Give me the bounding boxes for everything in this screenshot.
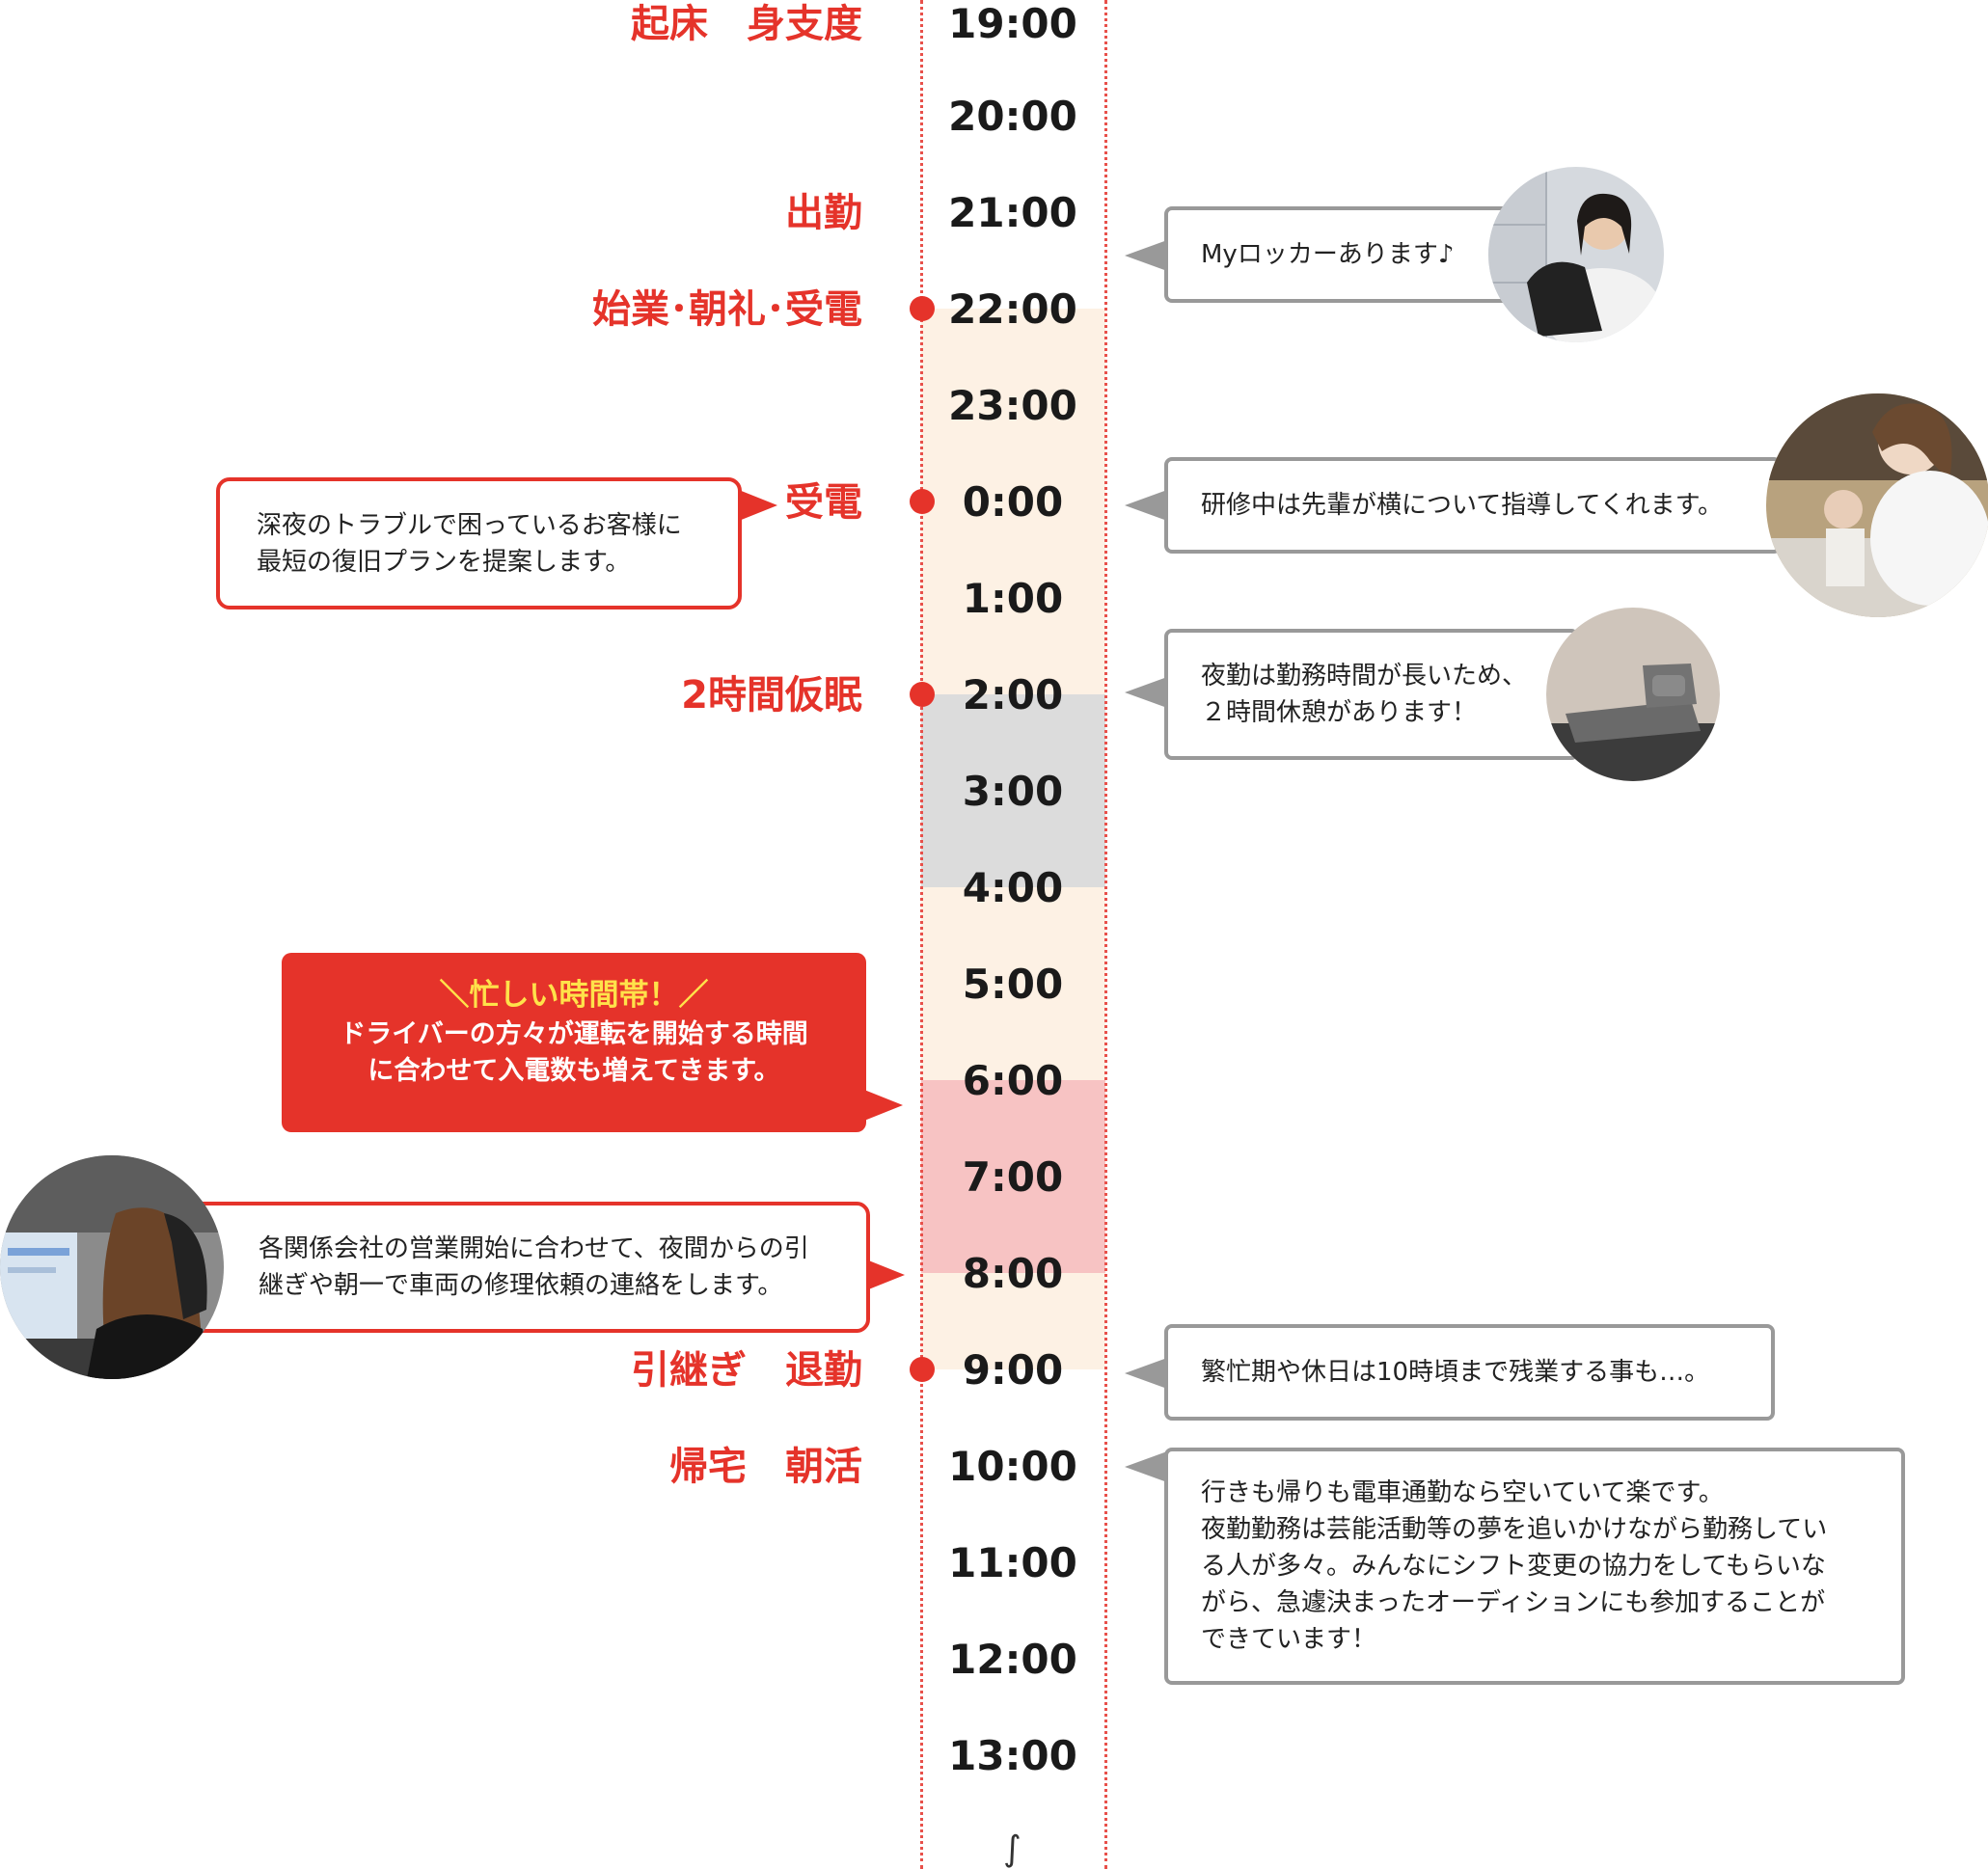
note-text: 最短の復旧プランを提案します。 [257,547,631,577]
time-label: 9:00 [962,1346,1064,1394]
timeline-line-right [1104,0,1107,1869]
note-morning: 各関係会社の営業開始に合わせて、夜間からの引 継ぎや朝一で車両の修理依頼の連絡を… [174,1202,870,1333]
note-text: 継ぎや朝一で車両の修理依頼の連絡をします。 [259,1271,783,1300]
note-commute: 行きも帰りも電車通勤なら空いていて楽です。 夜勤勤務は芸能活動等の夢を追いかけな… [1164,1448,1905,1685]
note-text: 夜勤勤務は芸能活動等の夢を追いかけながら勤務してい [1201,1515,1828,1544]
time-label: 19:00 [948,0,1077,47]
note-overtime: 繁忙期や休日は10時頃まで残業する事も…。 [1164,1324,1775,1421]
time-label: 5:00 [962,961,1064,1008]
callout-pointer [1125,240,1167,271]
callout-pointer [1125,1358,1167,1389]
callout-pointer [866,1260,905,1290]
time-label: 20:00 [948,93,1077,140]
activity-commute: 出勤 [785,191,862,235]
time-label: 6:00 [962,1057,1064,1104]
timeline-dot [910,1357,935,1382]
callout-pointer [1125,490,1167,521]
note-text: 研修中は先輩が横について指導してくれます。 [1201,491,1724,520]
note-text: できています！ [1201,1625,1377,1654]
time-label: 4:00 [962,864,1064,911]
time-label: 22:00 [948,285,1077,333]
time-label: 7:00 [962,1153,1064,1201]
note-text: 深夜のトラブルで困っているお客様に [257,510,682,540]
time-label: 13:00 [948,1732,1077,1779]
busy-heading: ＼忙しい時間帯！／ [439,978,709,1013]
time-label: 21:00 [948,189,1077,236]
time-label: 0:00 [962,478,1064,526]
time-label: 10:00 [948,1443,1077,1490]
activity-handover: 引継ぎ 退勤 [631,1348,862,1393]
note-text: がら、急遽決まったオーディションにも参加することが [1201,1588,1826,1617]
note-text: 行きも帰りも電車通勤なら空いていて楽です。 [1201,1478,1724,1507]
time-label: 3:00 [962,768,1064,815]
work-band-bottom [921,1273,1105,1369]
rest-room-photo [1546,608,1720,781]
activity-nap: 2時間仮眠 [681,673,862,718]
time-label: 11:00 [948,1539,1077,1586]
time-label: 23:00 [948,382,1077,429]
work-band-middle [921,887,1105,1080]
busy-callout: ＼忙しい時間帯！／ ドライバーの方々が運転を開始する時間 に合わせて入電数も増え… [282,953,866,1132]
time-label: 12:00 [948,1636,1077,1683]
nap-band [921,694,1105,887]
training-photo [1766,393,1988,617]
callout-pointer [739,490,777,521]
busy-text: に合わせて入電数も増えてきます。 [368,1056,780,1086]
note-training: 研修中は先輩が横について指導してくれます。 [1164,457,1782,554]
note-locker: Myロッカーあります♪ [1164,206,1550,303]
note-night-trouble: 深夜のトラブルで困っているお客様に 最短の復旧プランを提案します。 [216,477,742,609]
time-label: 1:00 [962,575,1064,622]
callout-pointer [864,1090,903,1121]
locker-photo [1488,167,1664,342]
note-rest: 夜勤は勤務時間が長いため、 ２時間休憩があります！ [1164,629,1579,760]
activity-calls: 受電 [785,480,862,525]
time-label: 2:00 [962,671,1064,718]
timeline-line-left [920,0,923,1869]
activity-home: 帰宅 朝活 [669,1445,862,1489]
note-text: ２時間休憩があります！ [1201,698,1478,727]
note-text: 夜勤は勤務時間が長いため、 [1201,662,1528,691]
note-text: 繁忙期や休日は10時頃まで残業する事も…。 [1201,1358,1710,1387]
work-band-top [921,309,1105,694]
note-text: 各関係会社の営業開始に合わせて、夜間からの引 [259,1234,809,1263]
callout-pointer [1125,1451,1167,1482]
continuation-mark: ∫ [1003,1829,1021,1869]
note-text: る人が多々。みんなにシフト変更の協力をしてもらいな [1201,1552,1826,1581]
operator-photo [0,1155,224,1379]
busy-band [921,1080,1105,1273]
timeline-dot [910,489,935,514]
activity-start: 始業･朝礼･受電 [592,287,862,332]
note-text: Myロッカーあります♪ [1201,240,1455,269]
time-label: 8:00 [962,1250,1064,1297]
busy-text: ドライバーの方々が運転を開始する時間 [340,1019,808,1049]
timeline-dot [910,296,935,321]
callout-pointer [1125,677,1167,708]
timeline-dot [910,682,935,707]
activity-wake: 起床 身支度 [631,2,862,46]
